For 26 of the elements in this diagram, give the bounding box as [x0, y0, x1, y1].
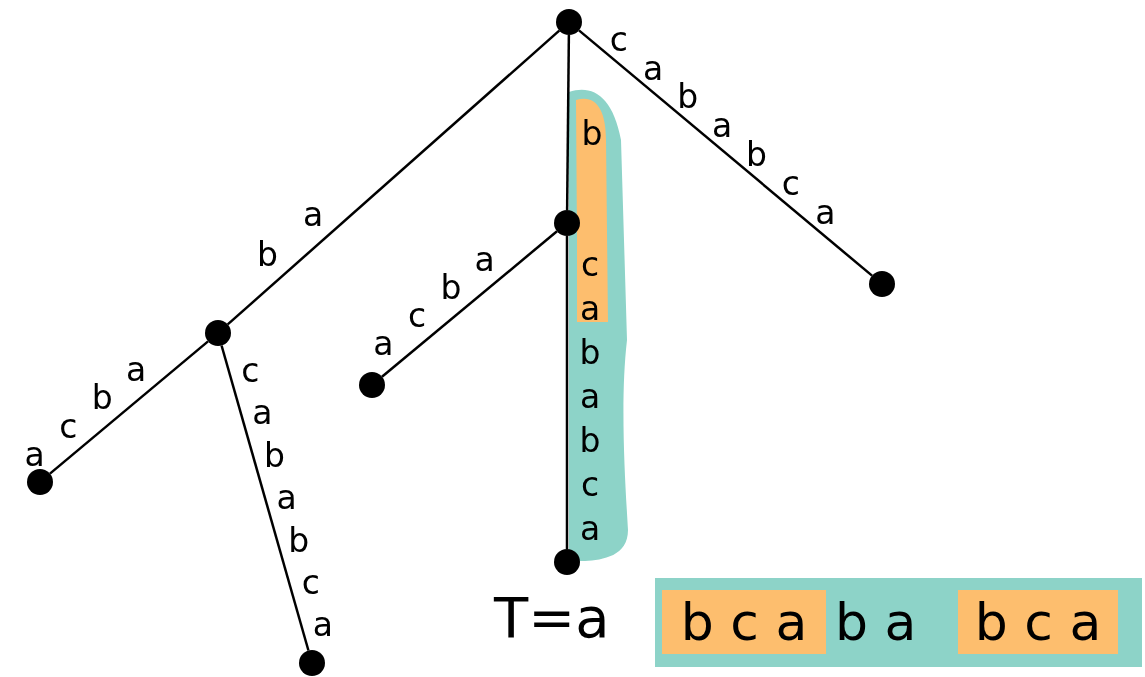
- tree-node-dot: [869, 271, 895, 297]
- tree-edge: [381, 230, 558, 378]
- tree-edge: [49, 340, 209, 475]
- tree-edge: [565, 35, 571, 210]
- tree-node-dot: [205, 320, 231, 346]
- string-label: T=a: [494, 590, 610, 646]
- edge-label: cababca: [608, 21, 837, 229]
- edge-label: ab: [255, 197, 325, 272]
- edge-label: abca: [372, 241, 496, 361]
- tree-edge: [226, 29, 561, 326]
- edge-label: cababca: [578, 246, 602, 546]
- edge-label: abca: [23, 351, 148, 471]
- tree-node-dot: [27, 469, 53, 495]
- tree-node-dot: [554, 210, 580, 236]
- tree-node-dot: [556, 9, 582, 35]
- tree-node-dot: [299, 650, 325, 676]
- tree-node-dot: [359, 372, 385, 398]
- tree-node-dot: [554, 549, 580, 575]
- tree-edge: [220, 345, 310, 651]
- tree-edge: [578, 29, 873, 277]
- edge-label: cababca: [240, 353, 334, 642]
- highlighted-text: b c a: [958, 590, 1118, 654]
- tree-edge: [565, 236, 569, 549]
- highlighted-text: b c a: [662, 590, 826, 654]
- edge-label: b: [580, 115, 604, 150]
- highlighted-text: b a: [835, 591, 917, 654]
